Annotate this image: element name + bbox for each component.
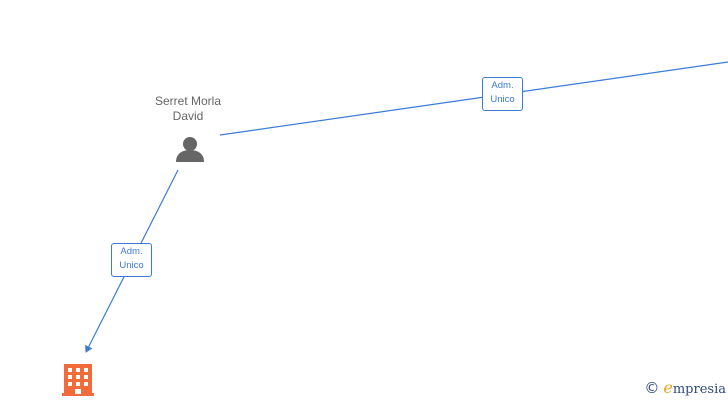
edge-person-to-right — [219, 61, 728, 136]
person-icon[interactable] — [176, 137, 204, 162]
edge-label-role[interactable]: Adm. Unico — [111, 243, 152, 277]
edge-label-line2: Unico — [490, 94, 515, 105]
edge-label-role[interactable]: Adm. Unico — [482, 77, 523, 111]
brand-rest: mpresia — [672, 382, 726, 397]
empresia-watermark: © empresia — [644, 378, 726, 397]
copyright-icon: © — [644, 378, 660, 397]
building-icon[interactable] — [62, 364, 94, 396]
person-name-line2: David — [172, 109, 204, 123]
person-name[interactable]: Serret Morla David — [130, 94, 246, 124]
brand-initial: e — [663, 378, 673, 397]
edge-label-line1: Adm. — [120, 246, 143, 257]
person-name-line1: Serret Morla — [154, 94, 222, 108]
edge-label-line2: Unico — [119, 260, 144, 271]
edge-label-line1: Adm. — [491, 80, 514, 91]
brand-logo: empresia — [663, 378, 726, 397]
